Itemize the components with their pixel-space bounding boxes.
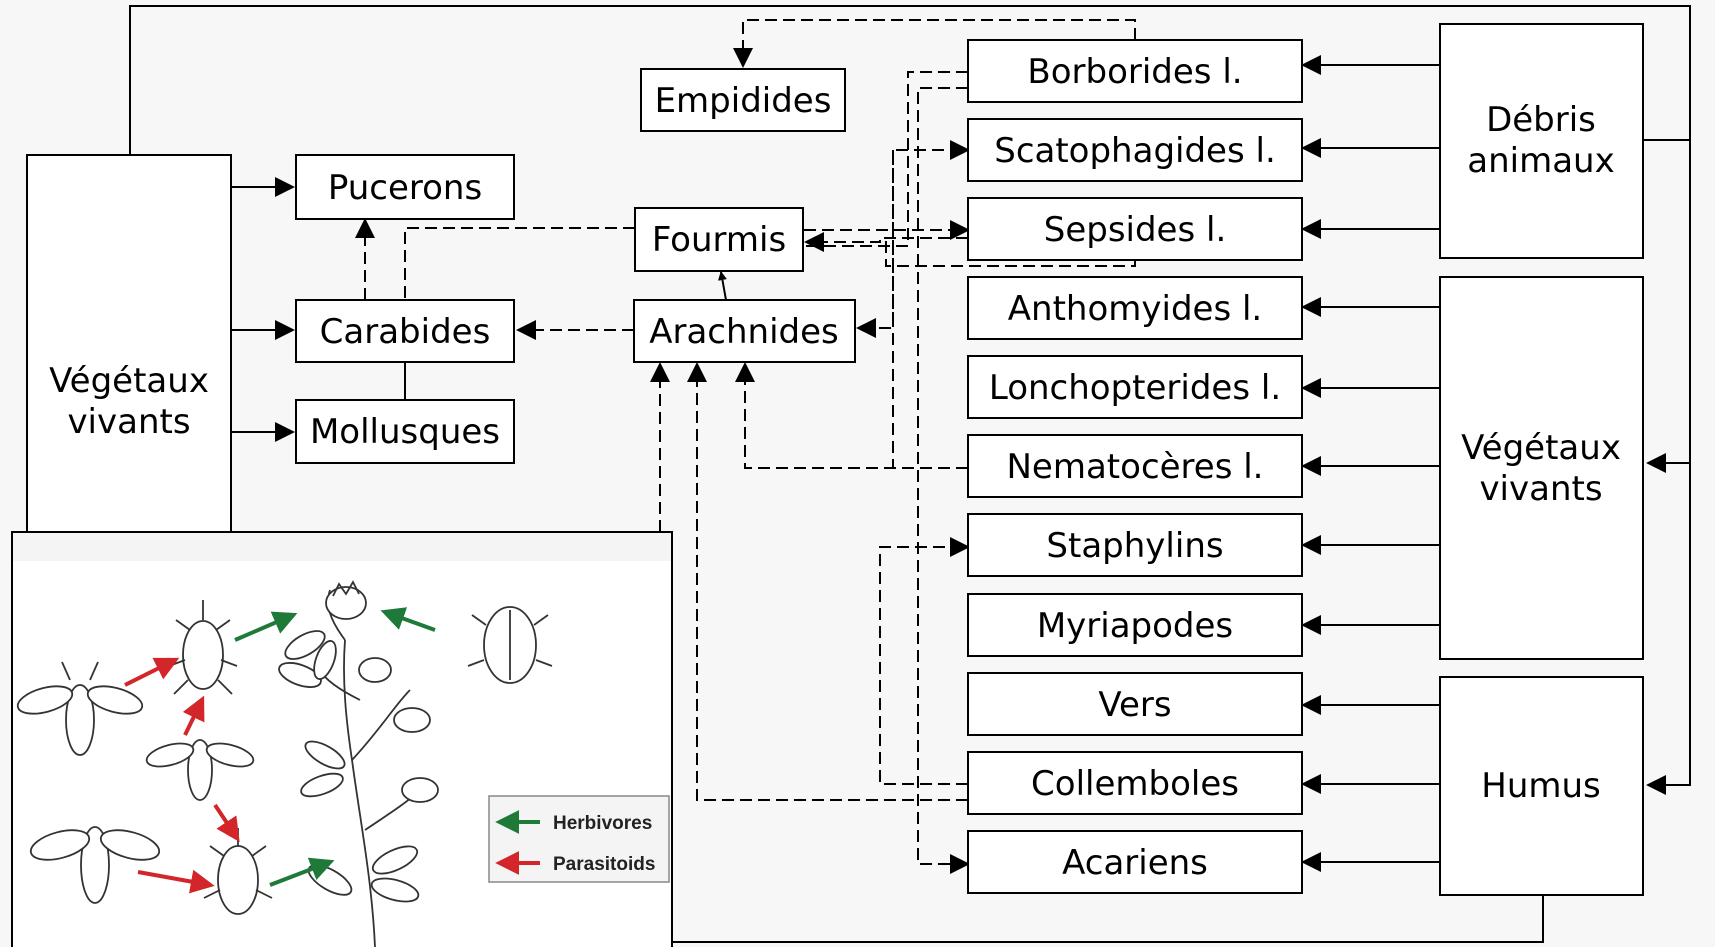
edge-sepsides-fourmis xyxy=(804,232,968,252)
node-vegetaux-left: Végétaux vivants xyxy=(26,154,232,536)
edge-scatophagides-arachnides xyxy=(856,150,894,338)
node-vegetaux-right: Végétaux vivants xyxy=(1439,276,1644,660)
node-carabides: Carabides xyxy=(295,299,515,363)
edge-collemboles-staphylins xyxy=(879,537,970,785)
node-mollusques-label: Mollusques xyxy=(310,412,500,452)
parasitoid-arrow-1 xyxy=(124,657,180,687)
parasitoid-arrow-3 xyxy=(213,803,240,842)
node-debris-line2: animaux xyxy=(1467,141,1614,181)
node-fourmis: Fourmis xyxy=(634,207,804,272)
edge-sepsides-bottom xyxy=(885,240,1136,267)
node-carabides-label: Carabides xyxy=(320,312,491,352)
edge-nematoceres-scatophagides xyxy=(892,140,970,469)
node-empidides: Empidides xyxy=(640,68,846,132)
edge-humus-bottom xyxy=(672,896,1544,943)
node-acariens: Acariens xyxy=(967,830,1303,894)
node-fourmis-label: Fourmis xyxy=(652,220,786,260)
node-scatophagides-label: Scatophagides l. xyxy=(994,131,1276,171)
herbivore-arrow-1 xyxy=(234,611,298,642)
node-vegetaux-left-line1: Végétaux xyxy=(49,361,209,401)
inset-illustration: Herbivores Parasitoids xyxy=(11,531,673,947)
connectors xyxy=(129,5,1691,943)
herbivore-arrow-2 xyxy=(380,607,436,632)
node-collemboles-label: Collemboles xyxy=(1031,764,1239,804)
node-debris-animaux: Débris animaux xyxy=(1439,23,1644,259)
node-sepsides-label: Sepsides l. xyxy=(1044,210,1227,250)
legend-parasitoids-label: Parasitoids xyxy=(553,854,655,875)
node-acariens-label: Acariens xyxy=(1062,843,1208,883)
node-nematoceres: Nematocères l. xyxy=(967,434,1303,498)
parasitoid-arrow-2 xyxy=(182,695,205,736)
inset-legend: Herbivores Parasitoids xyxy=(488,795,670,883)
node-empidides-label: Empidides xyxy=(655,81,832,121)
wasp-illustration-1 xyxy=(16,661,144,756)
node-vegetaux-left-line2: vivants xyxy=(67,402,190,442)
node-vers-label: Vers xyxy=(1098,685,1171,725)
node-myriapodes: Myriapodes xyxy=(967,593,1303,657)
node-vegetaux-right-line2: vivants xyxy=(1479,469,1602,509)
edge-arachnides-fourmis xyxy=(717,271,727,301)
node-mollusques: Mollusques xyxy=(295,399,515,464)
node-borborides-label: Borborides l. xyxy=(1027,52,1242,92)
edge-debris-to-humus xyxy=(1643,139,1691,795)
node-nematoceres-label: Nematocères l. xyxy=(1007,447,1264,487)
parasitoid-arrow-4 xyxy=(137,869,215,894)
node-arachnides: Arachnides xyxy=(633,299,856,363)
node-scatophagides: Scatophagides l. xyxy=(967,118,1303,182)
node-anthomyides-label: Anthomyides l. xyxy=(1008,289,1262,329)
weevil-illustration-2 xyxy=(203,828,273,915)
node-staphylins-label: Staphylins xyxy=(1046,526,1223,566)
beetle-illustration xyxy=(467,606,553,684)
weevil-illustration-1 xyxy=(168,600,238,695)
node-anthomyides: Anthomyides l. xyxy=(967,276,1303,340)
node-collemboles: Collemboles xyxy=(967,751,1303,815)
node-humus: Humus xyxy=(1439,676,1644,896)
edge-borborides-fourmis xyxy=(806,71,968,247)
clover-plant-illustration xyxy=(278,580,439,947)
node-sepsides: Sepsides l. xyxy=(967,197,1303,261)
node-pucerons-label: Pucerons xyxy=(328,168,482,208)
node-debris-line1: Débris xyxy=(1486,100,1596,140)
node-vegetaux-right-line1: Végétaux xyxy=(1461,428,1621,468)
node-humus-label: Humus xyxy=(1481,766,1601,806)
node-borborides: Borborides l. xyxy=(967,39,1303,103)
node-arachnides-label: Arachnides xyxy=(649,312,839,352)
node-lonchopterides: Lonchopterides l. xyxy=(967,355,1303,419)
node-lonchopterides-label: Lonchopterides l. xyxy=(989,368,1281,408)
legend-herbivores-label: Herbivores xyxy=(553,813,652,834)
node-pucerons: Pucerons xyxy=(295,154,515,220)
edge-nematoceres-arachnides xyxy=(735,362,968,469)
edge-borborides-empidides xyxy=(733,19,1136,68)
node-staphylins: Staphylins xyxy=(967,513,1303,577)
node-myriapodes-label: Myriapodes xyxy=(1037,606,1233,646)
edge-frame-loop xyxy=(129,5,1691,473)
node-vers: Vers xyxy=(967,672,1303,736)
edge-collemboles-arachnides xyxy=(687,362,968,801)
wasp-illustration-2 xyxy=(145,739,255,801)
herbivore-arrow-3 xyxy=(269,857,335,887)
wasp-illustration-3 xyxy=(29,826,161,904)
edge-borborides-acariens xyxy=(917,87,970,874)
edge-fourmis-carabides xyxy=(404,227,635,300)
